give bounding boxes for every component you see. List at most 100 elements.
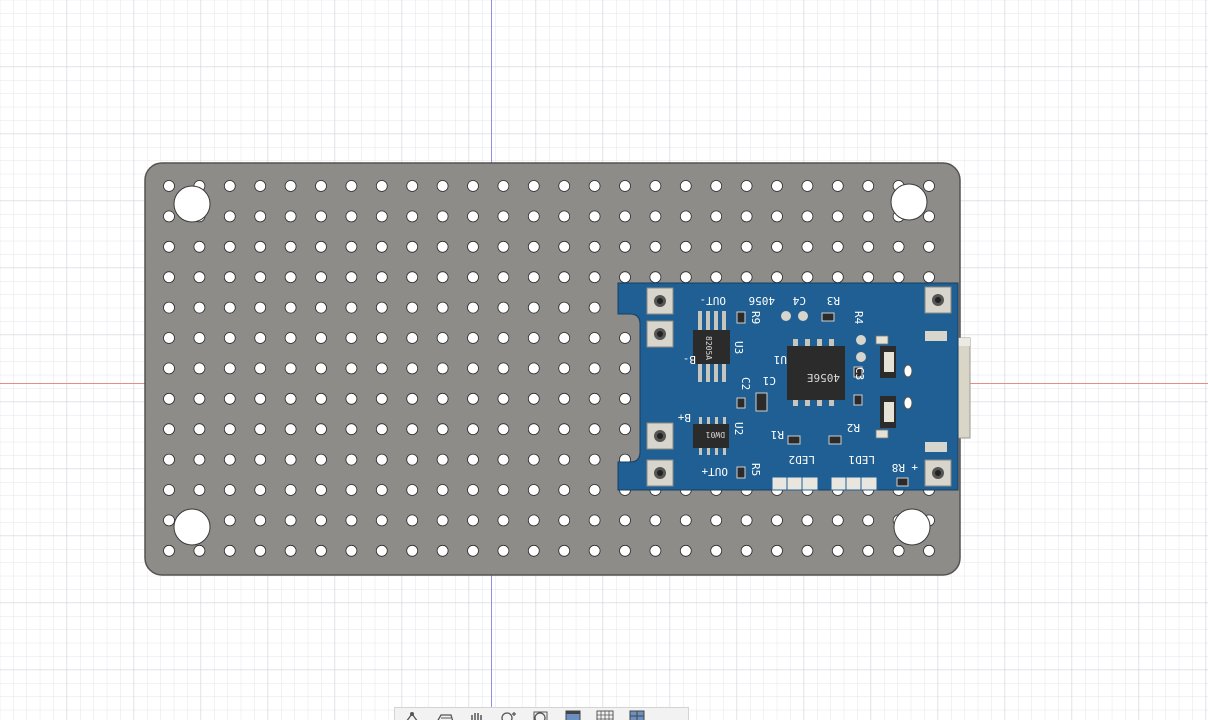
perfboard-hole [193, 423, 206, 436]
silkscreen: OUT- 4056 C4 R3 R9 R4 U3 U1 B- C1 C2 C3 … [677, 294, 918, 478]
perfboard-hole [558, 332, 571, 344]
perfboard-hole [284, 544, 297, 557]
perfboard-hole [467, 210, 479, 223]
perfboard-hole [315, 210, 327, 223]
perfboard-hole [163, 362, 175, 375]
label-plus: + [911, 461, 918, 474]
perfboard-hole [497, 544, 510, 557]
perfboard-hole [163, 210, 175, 223]
viewports-icon[interactable] [625, 708, 649, 720]
perfboard-hole [315, 301, 327, 314]
perfboard-hole [375, 271, 388, 284]
perfboard-hole [588, 301, 601, 314]
label-r4: R4 [852, 311, 865, 325]
perfboard-hole [315, 484, 327, 496]
perfboard-hole [223, 423, 236, 436]
perfboard-hole [436, 240, 449, 253]
look-at-icon[interactable] [433, 708, 457, 720]
perfboard-hole [345, 332, 358, 344]
perfboard-hole [619, 332, 631, 344]
perfboard-hole [558, 392, 571, 405]
perfboard-hole [345, 240, 358, 253]
perfboard-hole [771, 180, 783, 192]
perfboard-hole [588, 392, 601, 405]
perfboard-hole [710, 514, 723, 527]
perfboard-hole [375, 453, 388, 466]
perfboard-hole [436, 362, 449, 375]
pad-b-minus [646, 320, 674, 348]
label-led2: LED2 [789, 453, 816, 466]
perfboard-hole [527, 514, 540, 527]
perfboard-hole [406, 332, 419, 344]
perfboard-hole [710, 240, 723, 253]
perfboard-hole [254, 210, 267, 223]
perfboard-hole [467, 544, 479, 557]
perfboard-hole [679, 210, 692, 223]
perfboard-hole [163, 332, 175, 344]
orbit-icon[interactable] [401, 708, 425, 720]
perfboard-hole [497, 392, 510, 405]
perfboard-hole [619, 180, 631, 192]
smd-parts [736, 311, 909, 491]
perfboard-hole [497, 362, 510, 375]
perfboard-hole [740, 544, 753, 557]
perfboard-hole [406, 392, 419, 405]
perfboard-hole [527, 301, 540, 314]
perfboard-hole [284, 362, 297, 375]
perfboard-hole [527, 362, 540, 375]
perfboard-hole [223, 271, 236, 284]
perfboard-hole [649, 514, 662, 527]
perfboard-hole [467, 332, 479, 344]
perfboard-hole [163, 180, 175, 192]
charger-module[interactable]: 8205A DW01 4056E [617, 282, 971, 491]
perfboard-hole [223, 210, 236, 223]
perfboard-hole [254, 544, 267, 557]
perfboard-hole [588, 453, 601, 466]
perfboard-hole [649, 240, 662, 253]
perfboard-hole [801, 271, 814, 284]
perfboard-hole [375, 332, 388, 344]
label-c4: C4 [792, 294, 806, 307]
perfboard-hole [163, 544, 175, 557]
perfboard-hole [527, 392, 540, 405]
perfboard-hole [679, 514, 692, 527]
perfboard-hole [831, 544, 844, 557]
perfboard-hole [679, 180, 692, 192]
pad-top-right [924, 286, 952, 314]
perfboard-hole [527, 210, 540, 223]
label-led1: LED1 [849, 453, 876, 466]
perfboard-hole [436, 544, 449, 557]
perfboard-hole [588, 544, 601, 557]
chip-u2: DW01 [693, 417, 729, 455]
perfboard-hole [315, 362, 327, 375]
zoom-icon[interactable] [497, 708, 521, 720]
perfboard-hole [436, 332, 449, 344]
perfboard-hole [436, 423, 449, 436]
perfboard-hole [284, 271, 297, 284]
perfboard-hole [345, 271, 358, 284]
perfboard-hole [497, 240, 510, 253]
display-settings-icon[interactable] [561, 708, 585, 720]
perfboard-hole [375, 392, 388, 405]
perfboard-hole [923, 544, 935, 557]
perfboard-hole [527, 240, 540, 253]
label-c1: C1 [763, 374, 776, 387]
mounting-hole-bottom-right [893, 508, 931, 546]
pan-icon[interactable] [465, 708, 489, 720]
perfboard-hole [436, 392, 449, 405]
perfboard-hole [801, 544, 814, 557]
perfboard-hole [619, 392, 631, 405]
perfboard-hole [619, 271, 631, 284]
perfboard-hole [406, 544, 419, 557]
perfboard-hole [649, 180, 662, 192]
perfboard-hole [558, 362, 571, 375]
perfboard-hole [740, 271, 753, 284]
grid-settings-icon[interactable] [593, 708, 617, 720]
pad-out-plus [646, 459, 674, 487]
perfboard-hole [193, 544, 206, 557]
perfboard-hole [801, 514, 814, 527]
fit-icon[interactable] [529, 708, 553, 720]
perfboard-hole [375, 544, 388, 557]
perfboard-hole [923, 271, 935, 284]
